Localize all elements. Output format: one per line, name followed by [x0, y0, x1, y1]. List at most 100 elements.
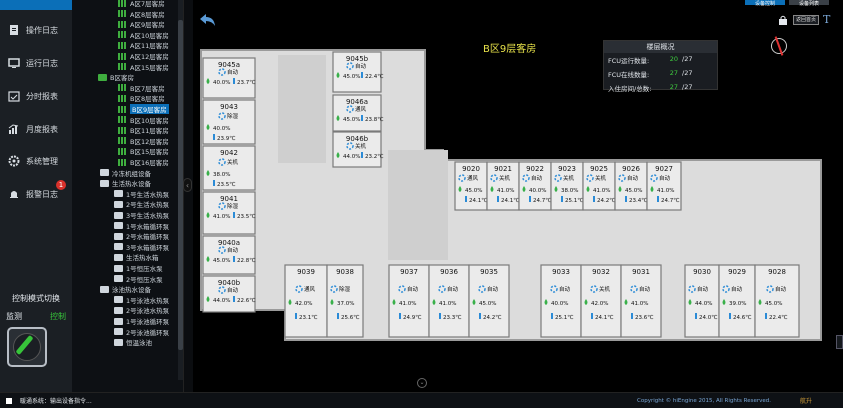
nav-item-operation-log[interactable]: 操作日志 — [8, 24, 58, 36]
fan-icon[interactable] — [586, 174, 594, 182]
tree-item[interactable]: 冷冻机组设备 — [100, 168, 151, 178]
device-control-button[interactable]: 设备控制 — [745, 0, 785, 7]
fan-icon[interactable] — [722, 285, 730, 293]
tree-item[interactable]: 1号水箱循环泵 — [114, 221, 169, 231]
tree-scrollbar-thumb[interactable] — [178, 20, 183, 350]
fan-icon[interactable] — [218, 202, 226, 210]
scroll-down-button[interactable]: ⌄ — [417, 378, 427, 388]
tree-item[interactable]: 2号生活水热泵 — [114, 199, 169, 209]
tree-item[interactable]: 1号恒压水泵 — [114, 263, 163, 273]
tree-item[interactable]: 恒温泳池 — [114, 337, 152, 347]
fan-icon[interactable] — [346, 62, 354, 70]
tree-item[interactable]: A区11层客房 — [118, 40, 169, 50]
fan-icon[interactable] — [218, 246, 226, 254]
tree-item[interactable]: 生活热水箱 — [114, 252, 159, 262]
tree-item[interactable]: B区10层客房 — [118, 115, 169, 125]
tree-item[interactable]: B区9层客房 — [118, 104, 169, 114]
fan-icon[interactable] — [330, 285, 338, 293]
tree-item[interactable]: 3号水箱循环泵 — [114, 242, 169, 252]
tree-item[interactable]: 2号恒压水泵 — [114, 274, 163, 284]
tree-item[interactable]: A区10层客房 — [118, 30, 169, 40]
tree-item[interactable]: 2号泳池循环泵 — [114, 327, 169, 337]
tree-item[interactable]: B区12层客房 — [118, 136, 169, 146]
tree-item[interactable]: 1号泳池循环泵 — [114, 316, 169, 326]
fan-icon[interactable] — [478, 285, 486, 293]
nav-item-alarm-log[interactable]: 报警日志 — [8, 188, 58, 200]
device-list-button[interactable]: 设备列表 — [789, 0, 829, 7]
fan-icon[interactable] — [346, 105, 354, 113]
fan-icon[interactable] — [218, 158, 226, 166]
return-home-button[interactable]: 返回首页 — [793, 15, 819, 25]
tree-item[interactable]: B区7层客房 — [118, 83, 165, 93]
fan-icon[interactable] — [630, 285, 638, 293]
fan-icon[interactable] — [618, 174, 626, 182]
tree-item[interactable]: 1号泳池水热泵 — [114, 295, 169, 305]
fan-icon[interactable] — [218, 112, 226, 120]
tree-item[interactable]: B区11层客房 — [118, 125, 169, 135]
back-arrow-icon[interactable] — [199, 12, 217, 28]
tree-item[interactable]: B区15层客房 — [118, 146, 169, 156]
fan-icon[interactable] — [398, 285, 406, 293]
lock-icon[interactable] — [778, 15, 788, 25]
tree-item[interactable]: A区9层客房 — [118, 19, 165, 29]
fan-icon[interactable] — [218, 286, 226, 294]
fan-icon[interactable] — [438, 285, 446, 293]
right-panel-toggle[interactable] — [836, 335, 843, 349]
fan-icon[interactable] — [650, 174, 658, 182]
tree-item[interactable]: A区15层客房 — [118, 62, 169, 72]
tree-item[interactable]: 3号生活水热泵 — [114, 210, 169, 220]
fan-icon[interactable] — [458, 174, 466, 182]
tree-item[interactable]: B区8层客房 — [118, 93, 165, 103]
tree-item[interactable]: 1号生活水热泵 — [114, 189, 169, 199]
fan-icon[interactable] — [218, 68, 226, 76]
fan-icon[interactable] — [688, 285, 696, 293]
fan-icon[interactable] — [554, 174, 562, 182]
tree-item[interactable]: A区7层客房 — [118, 0, 165, 8]
text-tool-icon[interactable]: T — [823, 13, 831, 26]
fan-icon[interactable] — [490, 174, 498, 182]
fan-icon[interactable] — [766, 285, 774, 293]
tree-item[interactable]: A区8层客房 — [118, 9, 165, 19]
tree-item[interactable]: A区12层客房 — [118, 51, 169, 61]
tree-item[interactable]: 生活热水设备 — [100, 178, 151, 188]
collapse-tree-button[interactable]: ‹ — [183, 178, 192, 192]
fan-icon[interactable] — [550, 285, 558, 293]
fan-icon[interactable] — [522, 174, 530, 182]
tree-item[interactable]: B区16层客房 — [118, 157, 169, 167]
nav-item-system-admin[interactable]: 系统管理 — [8, 155, 58, 167]
tree-item[interactable]: 泳池热水设备 — [100, 284, 151, 294]
tree-item[interactable]: 2号水箱循环泵 — [114, 231, 169, 241]
fan-icon[interactable] — [346, 142, 354, 150]
tree-item[interactable]: B区客房 — [98, 72, 134, 82]
mode-switch-knob[interactable] — [7, 327, 47, 367]
tree-item[interactable]: 2号泳池水热泵 — [114, 305, 169, 315]
nav-item-monthly-report[interactable]: 月度报表 — [8, 123, 58, 135]
fan-icon[interactable] — [590, 285, 598, 293]
